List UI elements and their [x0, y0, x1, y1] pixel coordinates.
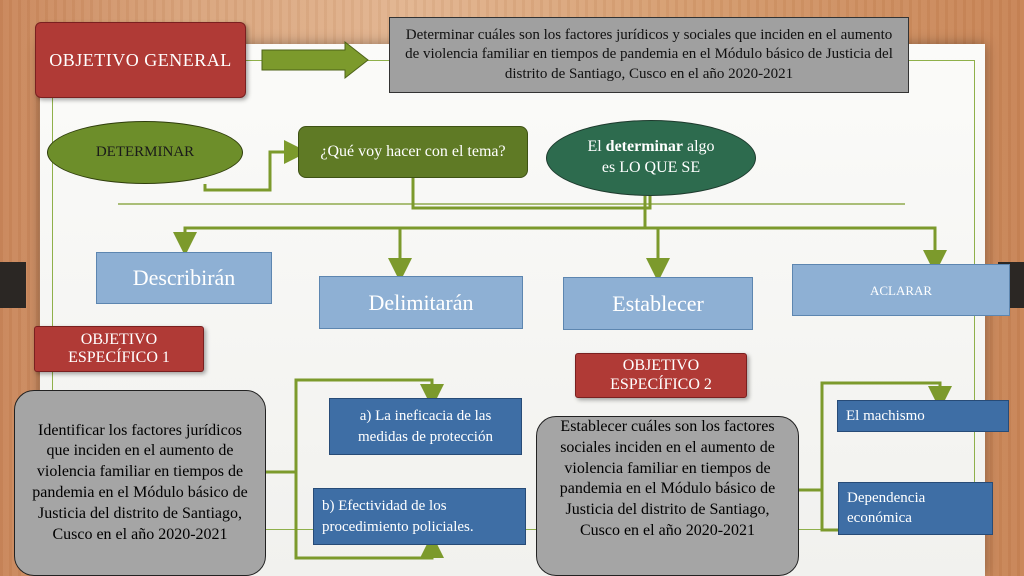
arrow-icon — [261, 40, 369, 80]
action-delimitaran: Delimitarán — [319, 276, 523, 329]
question-box: ¿Qué voy hacer con el tema? — [298, 126, 528, 178]
definition-ellipse: El determinar algo es LO QUE SE — [546, 120, 756, 196]
definition-text: El determinar algo es LO QUE SE — [587, 138, 715, 176]
objetivo-general-text: Determinar cuáles son los factores juríd… — [389, 17, 909, 93]
determinar-ellipse: DETERMINAR — [47, 121, 243, 184]
objetivo-especifico-2-text: Establecer cuáles son los factores socia… — [536, 416, 799, 576]
objetivo-especifico-2-label: OBJETIVO ESPECÍFICO 2 — [575, 353, 747, 398]
factor-dependencia: Dependencia económica — [838, 482, 993, 535]
objetivo-especifico-1-text: Identificar los factores jurídicos que i… — [14, 390, 266, 576]
action-describiran: Describirán — [96, 252, 272, 304]
action-aclarar: ACLARAR — [792, 264, 1010, 316]
objetivo-especifico-1-label: OBJETIVO ESPECÍFICO 1 — [34, 326, 204, 372]
left-tab — [0, 262, 26, 308]
factor-machismo: El machismo — [837, 400, 1009, 432]
factor-ineficacia: a) La ineficacia de las medidas de prote… — [329, 398, 522, 455]
action-establecer: Establecer — [563, 277, 753, 330]
factor-efectividad: b) Efectividad de los procedimiento poli… — [313, 488, 526, 545]
objetivo-general-label: OBJETIVO GENERAL — [35, 22, 246, 98]
